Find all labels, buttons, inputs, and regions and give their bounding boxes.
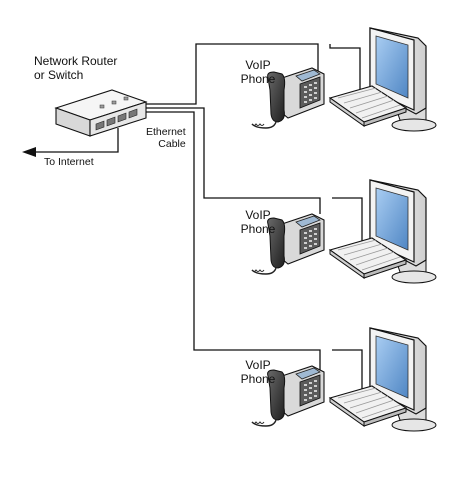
router-switch-icon (54, 89, 148, 137)
internet-arrow-icon (22, 147, 36, 157)
phone-label-line2: Phone (240, 372, 276, 386)
computer-icon (329, 327, 437, 432)
phone-label-2: VoIP Phone (236, 208, 280, 236)
phone-label-line1: VoIP (245, 208, 271, 222)
router-label-line1: Network Router (34, 54, 118, 68)
internet-cable (36, 128, 119, 153)
cable-computer-1 (329, 44, 361, 92)
phone-label-1: VoIP Phone (236, 58, 280, 86)
cable-station-3 (140, 111, 321, 372)
phone-label-line1: VoIP (245, 358, 271, 372)
ethernet-cables (36, 43, 363, 392)
phone-label-line2: Phone (240, 72, 276, 86)
cable-computer-3 (332, 349, 363, 392)
cable-station-2 (140, 107, 321, 214)
phone-label-line1: VoIP (245, 58, 271, 72)
cable-computer-2 (332, 197, 363, 242)
cable-station-1 (140, 43, 319, 105)
internet-label: To Internet (44, 156, 94, 168)
phone-label-3: VoIP Phone (236, 358, 280, 386)
phone-label-line2: Phone (240, 222, 276, 236)
cable-label-line1: Ethernet (146, 126, 186, 138)
cable-label: Ethernet Cable (146, 126, 186, 150)
cable-label-line2: Cable (158, 138, 186, 150)
router-label-line2: or Switch (34, 68, 84, 82)
computer-icon (329, 179, 437, 284)
computer-icon (329, 27, 437, 132)
router-label: Network Router or Switch (34, 54, 117, 82)
